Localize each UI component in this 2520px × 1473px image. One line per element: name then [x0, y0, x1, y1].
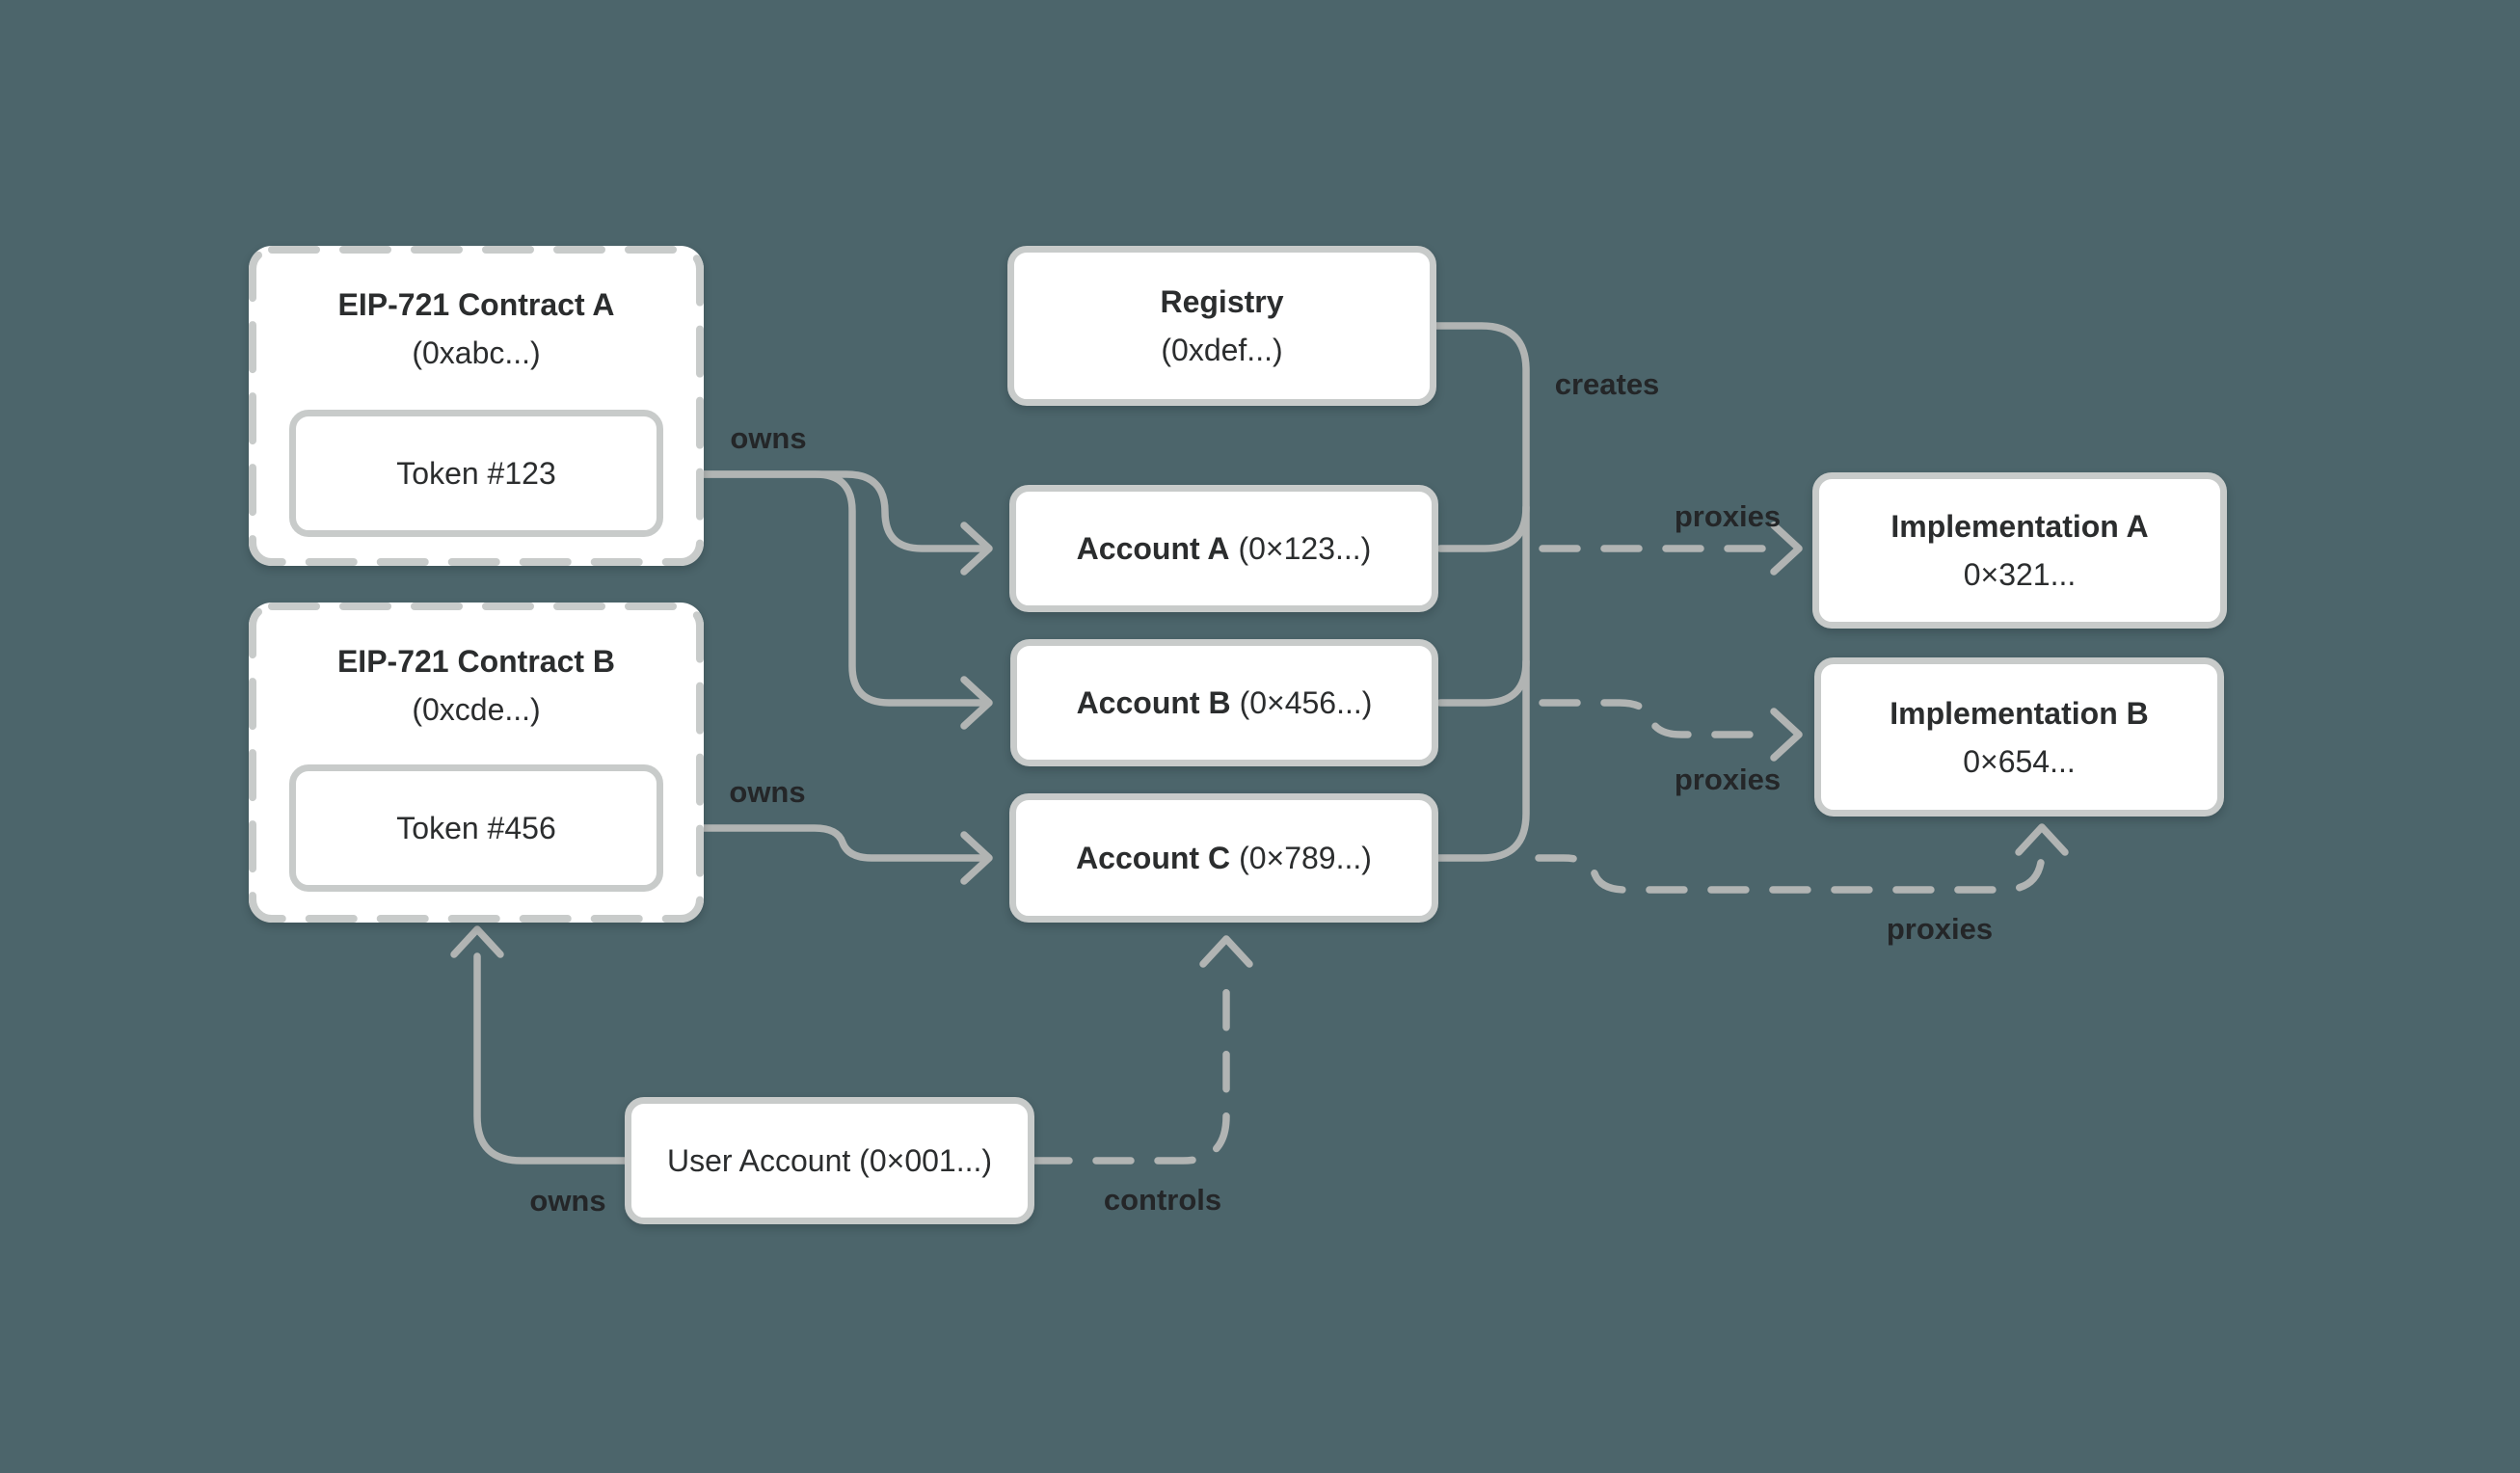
user-account-box: User Account (0×001...): [625, 1097, 1034, 1224]
edge-label-creates: creates: [1554, 367, 1660, 401]
account-a-box: Account A (0×123...): [1009, 485, 1438, 612]
edge-token456-accountC: [663, 824, 985, 862]
implementation-a-address: 0×321...: [1963, 557, 2077, 592]
implementation-b-box: Implementation B 0×654...: [1814, 657, 2224, 817]
token-123-label: Token #123: [396, 455, 556, 491]
contract-b-dashed-border: [249, 603, 704, 923]
contract-a-dashed-border: [249, 246, 704, 566]
registry-title: Registry: [1160, 284, 1284, 319]
edge-label-owns-user: owns: [529, 1184, 606, 1218]
edge-label-proxies-c: proxies: [1886, 912, 1994, 946]
edge-accountB-creates-stub: [1436, 657, 1530, 707]
implementation-b-title: Implementation B: [1890, 695, 2149, 731]
edge-registry-creates-trunk: [1433, 322, 1530, 862]
arrowhead-implB-bottom-icon: [2015, 823, 2069, 856]
arrowhead-accountC-icon: [960, 831, 993, 885]
token-456-box: Token #456: [289, 764, 663, 892]
edge-label-proxies-b: proxies: [1674, 763, 1782, 796]
edge-accountB-implB: [1539, 699, 1780, 738]
account-a-title: Account A: [1076, 530, 1230, 566]
contract-a-title: EIP-721 Contract A: [337, 287, 615, 322]
arrowhead-accountC-bottom-icon: [1199, 935, 1253, 968]
edge-accountA-creates-stub: [1436, 503, 1530, 552]
token-123-box: Token #123: [289, 410, 663, 537]
account-b-title: Account B: [1076, 684, 1231, 720]
edge-useraccount-accountC: [1031, 975, 1230, 1165]
arrowhead-implB-left-icon: [1770, 708, 1803, 762]
user-account-label: User Account (0×001...): [666, 1142, 993, 1178]
contract-a-heading: EIP-721 Contract A (0xabc...): [249, 281, 704, 377]
arrowhead-implA-icon: [1770, 522, 1803, 576]
edge-label-owns-token123: owns: [730, 421, 807, 455]
arrowhead-accountB-icon: [960, 676, 993, 730]
account-c-title: Account C: [1076, 840, 1231, 875]
edge-label-controls: controls: [1103, 1183, 1222, 1217]
contract-b-address: (0xcde...): [412, 692, 541, 727]
contract-b-heading: EIP-721 Contract B (0xcde...): [249, 637, 704, 734]
token-456-label: Token #456: [396, 810, 556, 845]
contract-a-box: EIP-721 Contract A (0xabc...) Token #123: [249, 246, 704, 566]
account-b-address: (0×456...): [1239, 684, 1373, 720]
edge-token123-accountA: [659, 470, 985, 552]
contract-a-address: (0xabc...): [412, 335, 541, 370]
registry-box: Registry (0xdef...): [1007, 246, 1436, 406]
implementation-a-box: Implementation A 0×321...: [1812, 472, 2227, 629]
arrowhead-token456-icon: [450, 925, 504, 958]
implementation-a-title: Implementation A: [1890, 509, 2149, 544]
edge-label-owns-token456: owns: [729, 775, 806, 809]
contract-b-box: EIP-721 Contract B (0xcde...) Token #456: [249, 603, 704, 923]
implementation-b-address: 0×654...: [1963, 743, 2076, 779]
account-c-box: Account C (0×789...): [1009, 793, 1438, 923]
registry-address: (0xdef...): [1161, 333, 1283, 367]
edge-useraccount-token456: [473, 952, 629, 1165]
edge-accountC-implB: [1535, 844, 2046, 894]
arrowhead-accountA-icon: [960, 522, 993, 576]
edge-token123-accountB: [659, 470, 985, 707]
edge-label-proxies-a: proxies: [1674, 499, 1782, 533]
account-b-box: Account B (0×456...): [1010, 639, 1438, 766]
account-c-address: (0×789...): [1239, 840, 1372, 875]
account-a-address: (0×123...): [1238, 530, 1372, 566]
contract-b-title: EIP-721 Contract B: [336, 644, 616, 679]
